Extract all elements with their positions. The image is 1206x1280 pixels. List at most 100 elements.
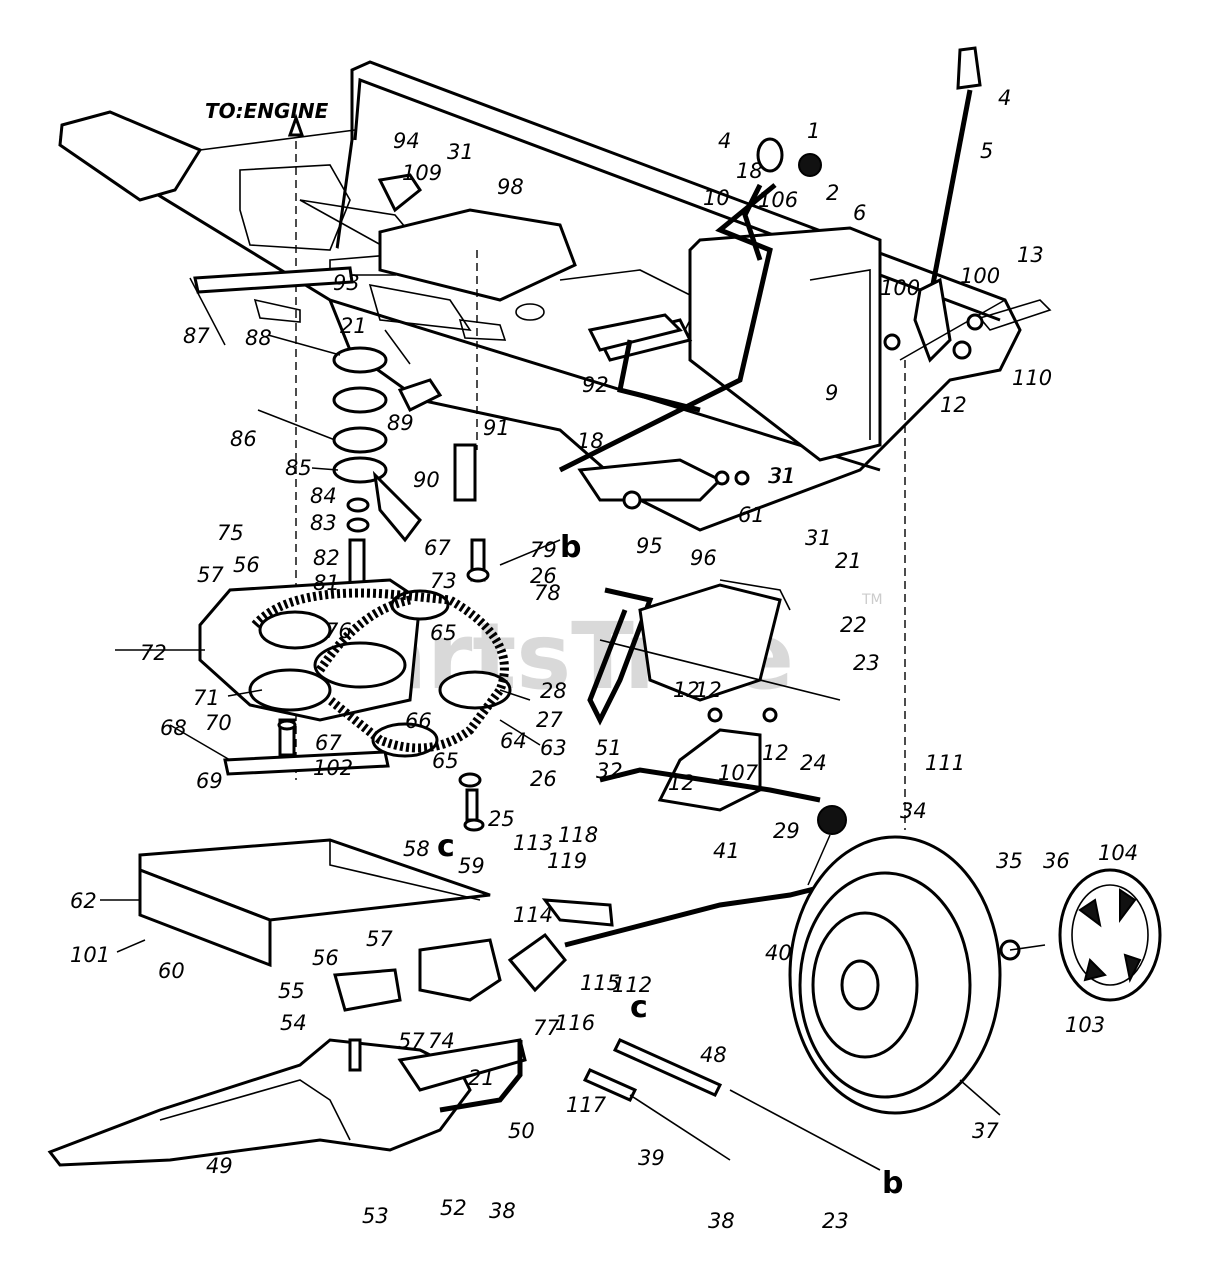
part-label: 12 xyxy=(673,678,700,702)
ref-letter-c-right: c xyxy=(630,990,648,1025)
part-label: 62 xyxy=(70,889,97,913)
part-label: 31 xyxy=(768,464,795,488)
part-label: 12 xyxy=(762,741,789,765)
part-label: 4 xyxy=(998,86,1011,110)
spring-48 xyxy=(612,1038,723,1097)
part-label: 71 xyxy=(193,686,220,710)
part-label: 91 xyxy=(483,416,510,440)
part-label: 21 xyxy=(340,314,367,338)
part-label: 18 xyxy=(577,429,604,453)
part-label: 58 xyxy=(403,837,430,861)
part-label: 83 xyxy=(310,511,337,535)
part-label: 38 xyxy=(708,1209,735,1233)
part-label: 26 xyxy=(530,564,557,588)
part-label: 10 xyxy=(703,186,730,210)
part-label: 107 xyxy=(718,761,759,785)
watermark-trademark: TM xyxy=(861,592,883,608)
part-label: 23 xyxy=(822,1209,849,1233)
part-label: 79 xyxy=(530,538,557,562)
leader-lines xyxy=(100,277,1001,1116)
part-label: 2 xyxy=(826,181,839,205)
part-label: 117 xyxy=(566,1093,607,1117)
part-label: 52 xyxy=(440,1196,467,1220)
part-label: 70 xyxy=(205,711,232,735)
part-label: 69 xyxy=(196,769,223,793)
part-label: 51 xyxy=(595,736,622,760)
part-label: 119 xyxy=(547,849,587,873)
part-label: 102 xyxy=(313,756,353,780)
part-label: 29 xyxy=(773,819,800,843)
rod-23b xyxy=(729,1089,881,1171)
bracket-112 xyxy=(541,898,614,927)
part-label: 57 xyxy=(398,1029,425,1053)
part-label: 9 xyxy=(825,381,838,405)
part-label: 25 xyxy=(488,807,515,831)
part-label: 101 xyxy=(70,943,110,967)
part-label: 76 xyxy=(325,619,352,643)
part-label: 111 xyxy=(925,751,965,775)
part-label: 53 xyxy=(362,1204,389,1228)
part-label: 106 xyxy=(758,188,798,212)
part-label: 81 xyxy=(313,571,340,595)
part-label: 26 xyxy=(530,767,557,791)
part-label: 1 xyxy=(807,119,820,143)
part-label: 24 xyxy=(800,751,827,775)
part-label: 41 xyxy=(713,839,740,863)
part-label: 67 xyxy=(315,731,342,755)
bracket-94 xyxy=(377,173,423,213)
part-label: 12 xyxy=(668,771,695,795)
part-label: 98 xyxy=(497,175,524,199)
part-label: 96 xyxy=(690,546,717,570)
part-label: 73 xyxy=(430,569,457,593)
shift-assembly xyxy=(558,137,882,510)
part-label: 82 xyxy=(313,546,340,570)
part-label: 27 xyxy=(536,708,563,732)
knob-111 xyxy=(817,805,847,835)
part-label: 61 xyxy=(738,503,765,527)
nut-100a xyxy=(883,333,901,351)
pulley-stack xyxy=(332,250,478,602)
part-label: 100 xyxy=(880,276,920,300)
part-label: 31 xyxy=(769,464,796,488)
transaxle xyxy=(47,938,527,1167)
bracket-116 xyxy=(507,932,568,993)
part-label: 28 xyxy=(540,679,567,703)
part-label: 63 xyxy=(540,736,567,760)
lever-5 xyxy=(899,46,1006,830)
part-label: 65 xyxy=(432,749,459,773)
part-label: 40 xyxy=(765,941,792,965)
part-label: 57 xyxy=(366,927,393,951)
part-label: 85 xyxy=(285,456,312,480)
part-label: 22 xyxy=(840,613,867,637)
part-label: 60 xyxy=(158,959,185,983)
spring-87 xyxy=(193,266,354,294)
part-label: 65 xyxy=(430,621,457,645)
engine-arrow xyxy=(287,113,305,780)
part-label: 72 xyxy=(140,641,167,665)
part-label: 31 xyxy=(805,526,832,550)
part-label: 36 xyxy=(1043,849,1070,873)
part-label: 67 xyxy=(424,536,451,560)
part-label: 12 xyxy=(940,393,967,417)
part-label: 100 xyxy=(960,264,1000,288)
part-label: 32 xyxy=(596,759,623,783)
ref-letter-c-left: c xyxy=(437,829,455,864)
part-label: 18 xyxy=(736,159,763,183)
wheel-assembly xyxy=(788,835,1162,1115)
part-label: 87 xyxy=(183,324,210,348)
part-label: 35 xyxy=(996,849,1023,873)
part-label: 31 xyxy=(447,140,474,164)
part-label: 75 xyxy=(217,521,244,545)
part-label: 94 xyxy=(393,129,420,153)
ref-letter-b-bottom: b xyxy=(882,1166,903,1201)
part-label: 38 xyxy=(489,1199,516,1223)
part-label: 59 xyxy=(458,854,485,878)
part-label: 48 xyxy=(700,1043,727,1067)
part-label: 89 xyxy=(387,411,414,435)
spring-68 xyxy=(223,750,390,776)
part-label: 64 xyxy=(500,729,527,753)
bracket-62 xyxy=(138,838,491,968)
rod-41 xyxy=(564,882,831,948)
part-label: 88 xyxy=(245,326,272,350)
